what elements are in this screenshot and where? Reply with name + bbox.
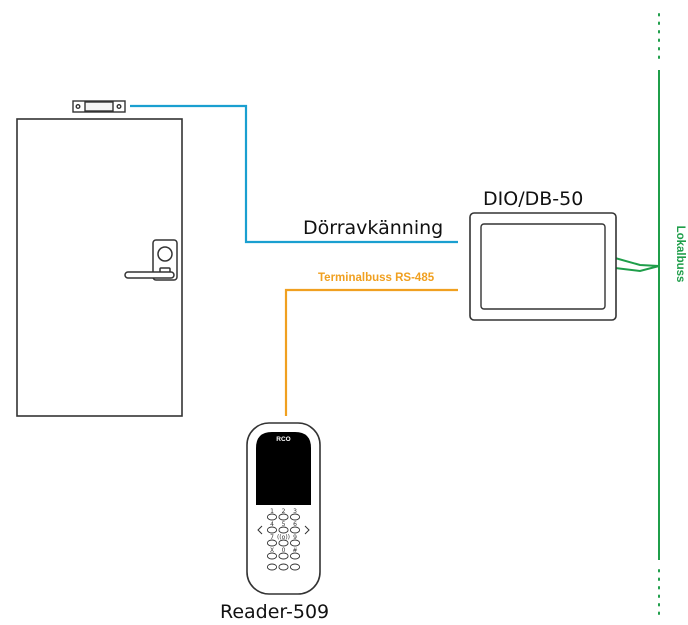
keypad-key xyxy=(278,552,289,560)
controller-label: DIO/DB-50 xyxy=(483,188,583,210)
keypad-key-label: 4 xyxy=(270,521,274,528)
keypad-key-label: 1 xyxy=(270,508,274,515)
keypad-key xyxy=(278,526,289,534)
terminal-bus-wire xyxy=(284,288,458,416)
door-sensor-label: Dörravkänning xyxy=(303,217,443,239)
keypad-key xyxy=(289,539,301,547)
reader-label: Reader-509 xyxy=(220,601,329,623)
keypad-key xyxy=(278,539,289,547)
keypad-key-label: 6 xyxy=(293,521,297,528)
keypad-key-label: ((o)) xyxy=(277,534,290,541)
keypad-key-label: 2 xyxy=(282,508,286,515)
keypad-key-label: 3 xyxy=(293,508,297,515)
local-bus-label: Lokalbuss xyxy=(674,226,686,283)
keypad-key xyxy=(266,513,278,521)
keypad-key xyxy=(266,539,278,547)
keypad-key xyxy=(266,563,278,571)
keypad-key xyxy=(278,513,289,521)
magnetic-contact-icon xyxy=(72,100,126,113)
local-bus-line xyxy=(614,13,660,619)
local-bus-branch xyxy=(614,257,660,273)
keypad-key-label: # xyxy=(292,547,297,554)
keypad-key-label: 7 xyxy=(270,534,274,541)
keypad-key-label: 0 xyxy=(282,547,286,554)
right-arrow-icon xyxy=(304,525,310,535)
controller-box-icon xyxy=(469,212,617,321)
keypad-key xyxy=(266,552,278,560)
keypad-key xyxy=(289,513,301,521)
keypad-key-label: 9 xyxy=(293,534,297,541)
left-arrow-icon xyxy=(257,525,263,535)
keypad-key xyxy=(266,526,278,534)
keypad-key xyxy=(289,526,301,534)
keypad-key-label: 5 xyxy=(282,521,286,528)
keypad-key-label: X xyxy=(270,547,274,554)
keypad-key xyxy=(289,552,301,560)
keypad-key xyxy=(278,563,289,571)
reader-brand: RCO xyxy=(276,436,290,443)
terminal-bus-label: Terminalbuss RS-485 xyxy=(318,272,435,284)
door-handle-icon xyxy=(124,271,175,279)
door-sensor-wire xyxy=(130,104,458,244)
keypad-key xyxy=(289,563,301,571)
